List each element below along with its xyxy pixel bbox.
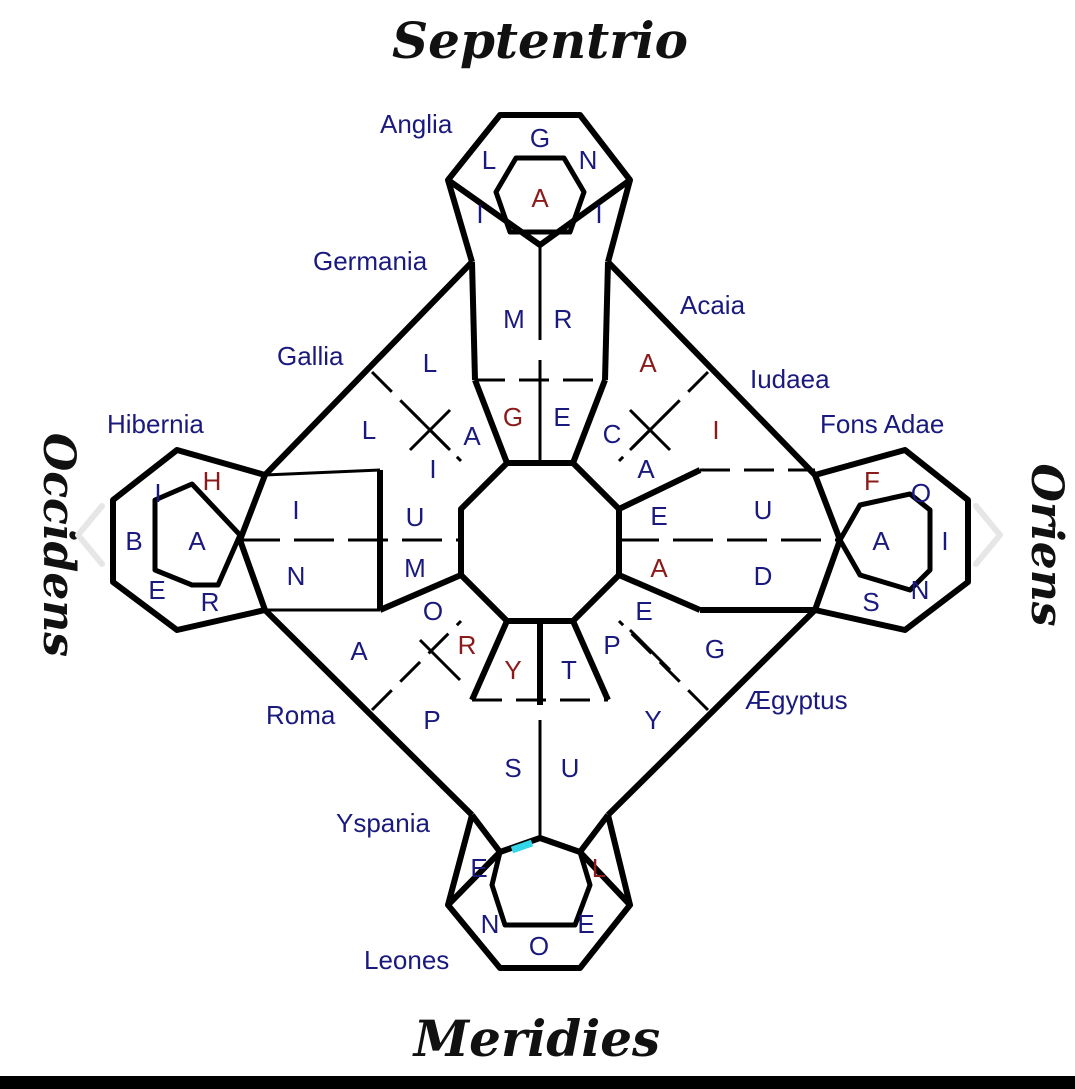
letter: E xyxy=(635,596,652,626)
letter: E xyxy=(148,575,165,605)
letter: O xyxy=(423,596,443,626)
letter: R xyxy=(458,630,477,660)
bottom-bar xyxy=(0,1076,1075,1089)
letter: O xyxy=(529,931,549,961)
letter: B xyxy=(125,526,142,556)
letter: T xyxy=(561,655,577,685)
chevron-right-icon xyxy=(973,503,1003,567)
letter: E xyxy=(553,402,570,432)
letter: U xyxy=(561,753,580,783)
letter: A xyxy=(531,183,549,213)
chevron-left-icon xyxy=(75,503,105,567)
letter: I xyxy=(712,415,719,445)
letter: P xyxy=(603,630,620,660)
letter: F xyxy=(864,466,880,496)
prev-button[interactable] xyxy=(70,500,110,570)
letter: L xyxy=(362,415,376,445)
region-germania: Germania xyxy=(313,246,428,276)
letter: G xyxy=(503,402,523,432)
letter: S xyxy=(862,587,879,617)
letter: Y xyxy=(504,655,521,685)
letter: A xyxy=(188,526,206,556)
region-iudaea: Iudaea xyxy=(750,364,830,394)
letter: D xyxy=(754,561,773,591)
letter: H xyxy=(203,466,222,496)
region-hibernia: Hibernia xyxy=(107,409,204,439)
letter: O xyxy=(911,478,931,508)
letter: A xyxy=(350,636,368,666)
letter: E xyxy=(577,909,594,939)
direction-south: Meridies xyxy=(412,1009,660,1068)
letter: R xyxy=(201,587,220,617)
diagram-outline xyxy=(110,112,971,971)
letter: I xyxy=(292,495,299,525)
letter: Y xyxy=(644,705,661,735)
letter: L xyxy=(423,348,437,378)
letter: U xyxy=(406,502,425,532)
letter: R xyxy=(554,304,573,334)
diagram-grid xyxy=(240,245,840,838)
letter: G xyxy=(530,123,550,153)
letter: A xyxy=(650,553,668,583)
region-acaia: Acaia xyxy=(680,290,746,320)
region-leones: Leones xyxy=(364,945,449,975)
letter: N xyxy=(287,561,306,591)
letter: M xyxy=(503,304,525,334)
letter: I xyxy=(429,454,436,484)
letter: I xyxy=(595,199,602,229)
region-yspania: Yspania xyxy=(336,808,430,838)
letter: I xyxy=(941,526,948,556)
region-gallia: Gallia xyxy=(277,341,344,371)
region-roma: Roma xyxy=(266,700,336,730)
letter: I xyxy=(476,199,483,229)
letter: A xyxy=(637,454,655,484)
letter: L xyxy=(592,853,606,883)
letter: L xyxy=(482,145,496,175)
region-anglia: Anglia xyxy=(380,109,453,139)
letter: E xyxy=(650,501,667,531)
letter: G xyxy=(705,634,725,664)
letter: A xyxy=(463,421,481,451)
letter: N xyxy=(911,575,930,605)
letter: I xyxy=(154,478,161,508)
next-button[interactable] xyxy=(968,500,1008,570)
letter: P xyxy=(423,705,440,735)
letter: C xyxy=(603,419,622,449)
letter: E xyxy=(470,853,487,883)
direction-west: Occidens xyxy=(33,433,84,657)
direction-east: Oriens xyxy=(1021,464,1072,627)
letter: A xyxy=(872,526,890,556)
highlight-segment xyxy=(510,839,534,854)
letter: M xyxy=(404,553,426,583)
letter: A xyxy=(639,348,657,378)
region-fons-adae: Fons Adae xyxy=(820,409,944,439)
letter: S xyxy=(504,753,521,783)
direction-north: Septentrio xyxy=(392,11,688,70)
letter: N xyxy=(579,145,598,175)
letter: N xyxy=(481,909,500,939)
region-aegyptus: Ægyptus xyxy=(745,685,848,715)
letter: U xyxy=(754,495,773,525)
